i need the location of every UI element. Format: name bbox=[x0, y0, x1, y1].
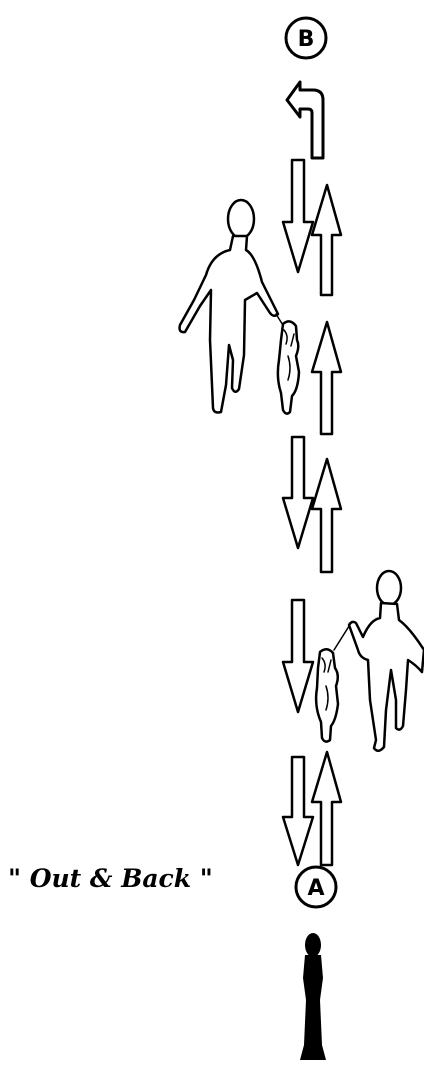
diagram-caption: " Out & Back " bbox=[8, 864, 213, 893]
marker-a-label: A bbox=[307, 876, 324, 901]
judge-figure-icon bbox=[300, 933, 326, 1060]
up-arrow-icon bbox=[312, 322, 341, 434]
down-arrow-icon bbox=[283, 757, 313, 865]
down-arrow-icon bbox=[283, 437, 313, 548]
down-arrow-icon bbox=[283, 160, 313, 272]
u-turn-arrow-icon bbox=[287, 82, 323, 158]
up-arrow-icon bbox=[312, 185, 341, 295]
down-arrow-icon bbox=[283, 600, 313, 712]
up-arrow-icon bbox=[312, 752, 341, 865]
handler-with-dog-icon bbox=[180, 200, 299, 414]
handler-with-dog-icon bbox=[316, 571, 424, 751]
marker-b: B bbox=[286, 18, 326, 58]
marker-b-label: B bbox=[298, 27, 315, 52]
up-arrow-icon bbox=[312, 459, 341, 572]
marker-a: A bbox=[296, 867, 336, 907]
